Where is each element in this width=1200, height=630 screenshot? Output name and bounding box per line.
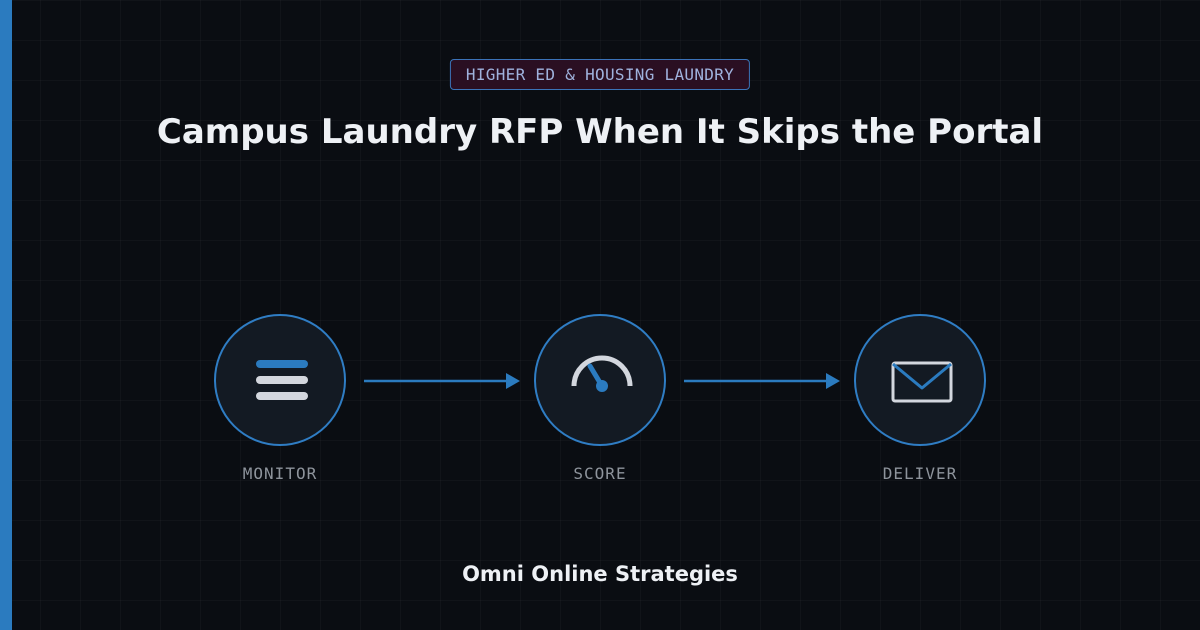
category-tag: HIGHER ED & HOUSING LAUNDRY: [449, 59, 751, 90]
brand-name: Omni Online Strategies: [462, 562, 738, 586]
step-monitor-label: MONITOR: [242, 464, 318, 483]
gauge-icon: [571, 355, 633, 392]
step-deliver: DELIVER: [854, 314, 986, 483]
arrow-right-icon: [684, 373, 840, 389]
step-deliver-circle: [854, 314, 986, 446]
step-score-circle: [534, 314, 666, 446]
step-deliver-label: DELIVER: [882, 464, 958, 483]
accent-bar: [0, 0, 12, 630]
list-icon: [256, 360, 308, 400]
step-score-label: SCORE: [573, 464, 627, 483]
step-monitor-circle: [214, 314, 346, 446]
envelope-icon: [891, 361, 953, 403]
page-title: Campus Laundry RFP When It Skips the Por…: [156, 112, 1044, 152]
arrow-right-icon: [364, 373, 520, 389]
step-score: SCORE: [534, 314, 666, 483]
step-monitor: MONITOR: [214, 314, 346, 483]
